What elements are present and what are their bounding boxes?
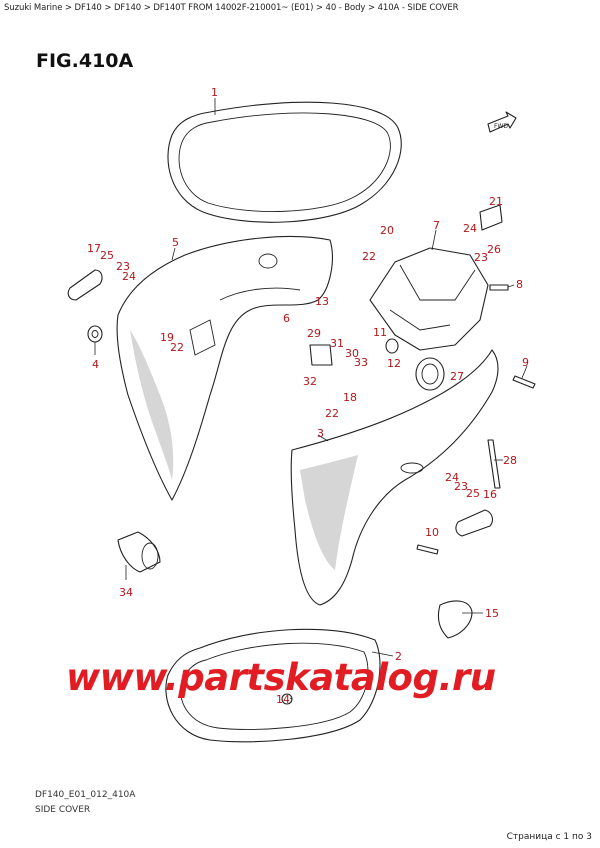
callout-20: 20: [380, 224, 394, 237]
callout-25-a: 25: [100, 249, 114, 262]
callout-4: 4: [92, 358, 99, 371]
page-indicator: Страница с 1 по 3: [506, 832, 592, 842]
callout-21: 21: [489, 195, 503, 208]
callout-27: 27: [450, 370, 464, 383]
callout-7: 7: [433, 219, 440, 232]
part-1-upper-seal[interactable]: [167, 101, 402, 223]
part-21-plate[interactable]: [479, 204, 503, 231]
part-15-clip[interactable]: [437, 600, 473, 639]
part-10-bolt[interactable]: [416, 544, 439, 555]
figure-caption: SIDE COVER: [35, 805, 91, 815]
callout-19: 19: [160, 331, 174, 344]
callout-24-c: 24: [445, 471, 459, 484]
callout-13: 13: [315, 295, 329, 308]
callout-1: 1: [211, 86, 218, 99]
leader-lines: [94, 98, 528, 700]
callout-8: 8: [516, 278, 523, 291]
callout-22-c: 22: [325, 407, 339, 420]
callout-22-b: 22: [362, 250, 376, 263]
callout-26: 26: [487, 243, 501, 256]
callout-18: 18: [343, 391, 357, 404]
part-4-washer[interactable]: [87, 325, 103, 343]
callout-33: 33: [354, 356, 368, 369]
part-7-bracket[interactable]: [369, 247, 489, 351]
callout-23-b: 23: [474, 251, 488, 264]
part-16-lever[interactable]: [455, 509, 494, 537]
part-8-bolt[interactable]: [489, 284, 509, 291]
callout-25-b: 25: [466, 487, 480, 500]
callout-17: 17: [87, 242, 101, 255]
callouts: 1 2 3 4 5 6 7 8 9 10 11 12 13 14 15 16 1…: [87, 86, 529, 706]
part-2-lower-seal[interactable]: [165, 628, 381, 743]
callout-2: 2: [395, 650, 402, 663]
callout-32: 32: [303, 375, 317, 388]
breadcrumb[interactable]: Suzuki Marine > DF140 > DF140 > DF140T F…: [4, 3, 459, 13]
watermark-link[interactable]: www.partskatalog.ru: [66, 656, 496, 699]
callout-23-a: 23: [116, 260, 130, 273]
callout-24-a: 24: [122, 270, 136, 283]
drawing-code: DF140_E01_012_410A: [35, 790, 136, 800]
callout-15: 15: [485, 607, 499, 620]
callout-16: 16: [483, 488, 497, 501]
callout-34: 34: [119, 586, 133, 599]
callout-14: 14: [276, 693, 290, 706]
part-5-upper-side-cover[interactable]: [116, 235, 333, 501]
callout-9: 9: [522, 356, 529, 369]
callout-23-c: 23: [454, 480, 468, 493]
callout-24-b: 24: [463, 222, 477, 235]
part-29-bracket[interactable]: [309, 344, 333, 366]
callout-31: 31: [330, 337, 344, 350]
fwd-arrow: FWD: [487, 111, 517, 133]
callout-28: 28: [503, 454, 517, 467]
callout-6: 6: [283, 312, 290, 325]
callout-12: 12: [387, 357, 401, 370]
part-12-grommet[interactable]: [385, 338, 399, 354]
part-3-lower-side-cover[interactable]: [290, 349, 499, 606]
callout-22-a: 22: [170, 341, 184, 354]
part-27-grommet[interactable]: [415, 357, 445, 391]
part-17-lever[interactable]: [67, 269, 103, 301]
callout-11: 11: [373, 326, 387, 339]
callout-5: 5: [172, 236, 179, 249]
figure-title: FIG.410A: [36, 50, 134, 72]
part-9-bolt[interactable]: [512, 375, 536, 389]
callout-29: 29: [307, 327, 321, 340]
callout-3: 3: [317, 427, 324, 440]
callout-10: 10: [425, 526, 439, 539]
callout-30: 30: [345, 347, 359, 360]
part-34-sleeve[interactable]: [117, 531, 161, 573]
part-28-tie[interactable]: [487, 439, 501, 489]
fwd-label: FWD: [494, 123, 508, 130]
